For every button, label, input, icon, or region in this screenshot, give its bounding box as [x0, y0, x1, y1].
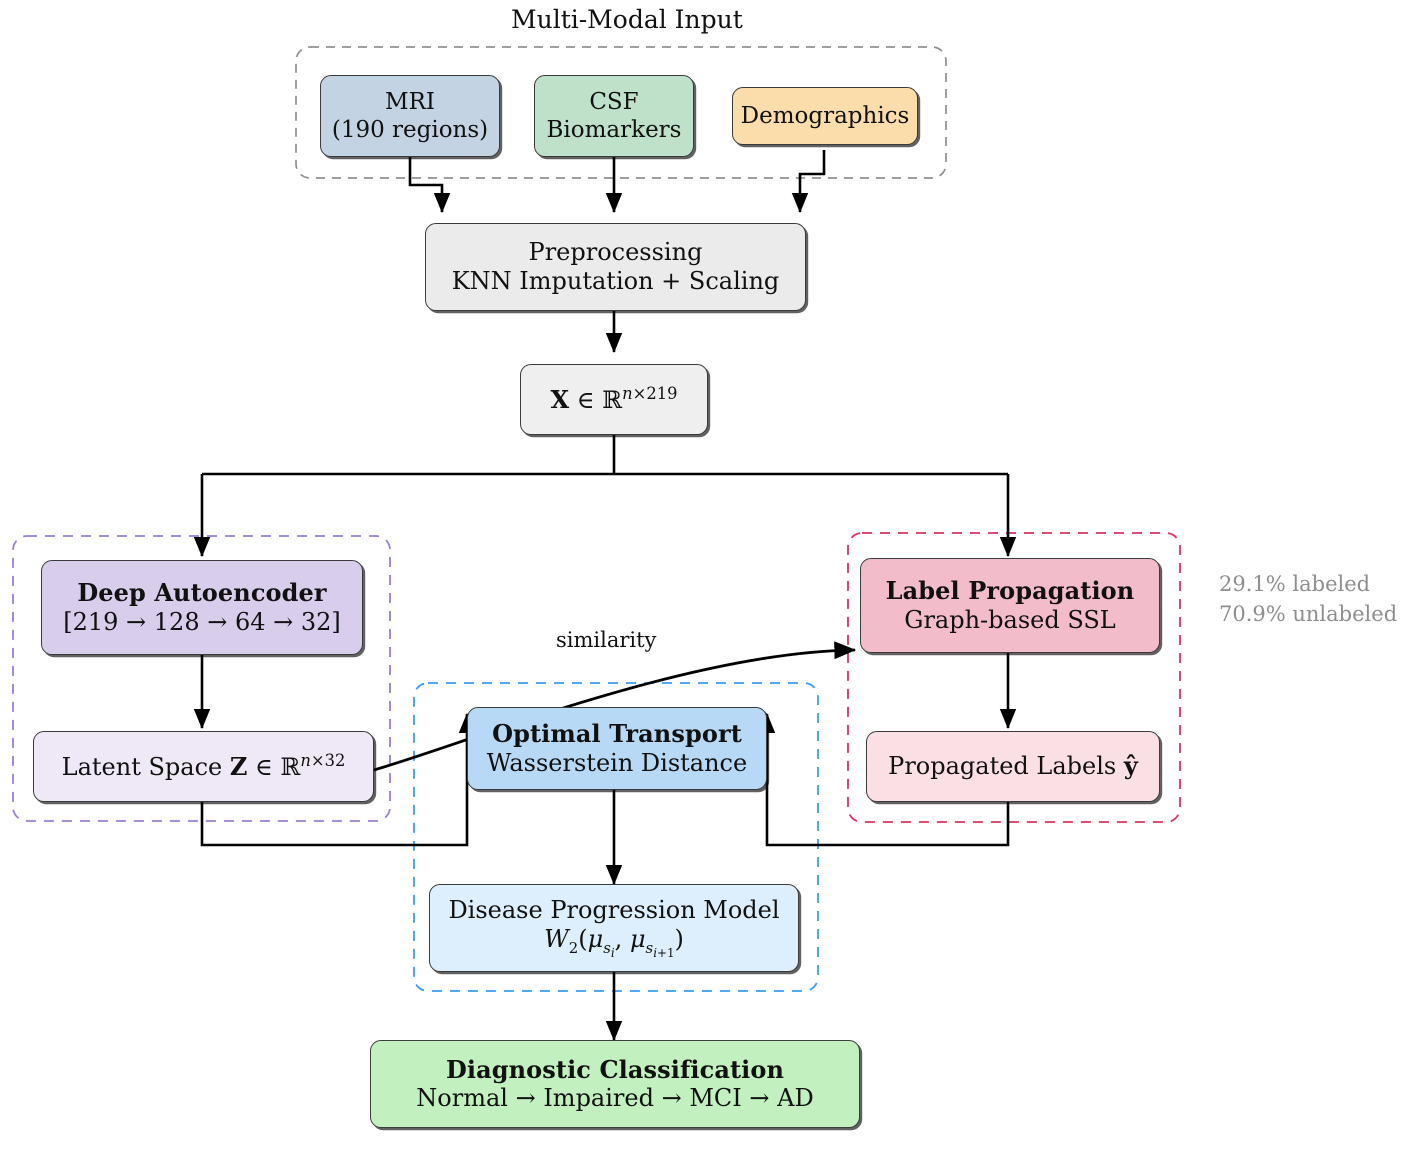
node-demographics[interactable]: Demographics: [732, 87, 918, 145]
note-unlabeled-fraction: 70.9% unlabeled: [1219, 602, 1398, 626]
node-csf[interactable]: CSF Biomarkers: [534, 75, 694, 157]
node-mri-line2: (190 regions): [331, 117, 489, 143]
input-group-title: Multi-Modal Input: [511, 5, 743, 34]
node-optimal-transport-title: Optimal Transport: [492, 719, 742, 749]
node-mri-line1: MRI: [385, 88, 435, 115]
node-input-matrix-formula: X ∈ ℝn×219: [550, 383, 678, 414]
node-propagated-labels-text: Propagated Labels ŷ: [888, 751, 1138, 781]
edge-mri-to-preprocessing: [408, 156, 451, 214]
node-diagnostic-classification-title: Diagnostic Classification: [445, 1054, 785, 1084]
node-diagnostic-classification-stages: Normal → Impaired → MCI → AD: [416, 1084, 814, 1112]
node-deep-autoencoder[interactable]: Deep Autoencoder [219 → 128 → 64 → 32]: [41, 560, 363, 655]
node-csf-line2: Biomarkers: [546, 117, 682, 143]
node-disease-progression[interactable]: Disease Progression Model W2(μsi, μsi+1): [429, 884, 799, 972]
node-deep-autoencoder-arch: [219 → 128 → 64 → 32]: [63, 607, 341, 636]
node-label-propagation-title: Label Propagation: [885, 576, 1135, 606]
node-optimal-transport-subtitle: Wasserstein Distance: [486, 748, 748, 777]
node-label-propagation-subtitle: Graph-based SSL: [904, 605, 1116, 634]
node-latent-space-formula: Latent Space Z ∈ ℝn×32: [61, 750, 346, 781]
edge-label-similarity: similarity: [556, 628, 657, 652]
node-label-propagation[interactable]: Label Propagation Graph-based SSL: [860, 558, 1160, 653]
node-optimal-transport[interactable]: Optimal Transport Wasserstein Distance: [467, 707, 767, 790]
node-disease-progression-title: Disease Progression Model: [448, 895, 780, 924]
node-preprocessing-line2: KNN Imputation + Scaling: [451, 267, 780, 295]
node-mri[interactable]: MRI (190 regions): [320, 75, 500, 157]
node-latent-space[interactable]: Latent Space Z ∈ ℝn×32: [33, 731, 374, 802]
note-labeled-fraction: 29.1% labeled: [1219, 572, 1371, 596]
node-propagated-labels[interactable]: Propagated Labels ŷ: [866, 731, 1160, 802]
node-preprocessing[interactable]: Preprocessing KNN Imputation + Scaling: [425, 223, 806, 311]
node-preprocessing-line1: Preprocessing: [528, 237, 703, 266]
node-deep-autoencoder-title: Deep Autoencoder: [77, 578, 327, 608]
node-input-matrix[interactable]: X ∈ ℝn×219: [520, 364, 708, 435]
node-csf-line1: CSF: [589, 88, 639, 115]
node-disease-progression-formula: W2(μsi, μsi+1): [544, 924, 684, 960]
node-demographics-line1: Demographics: [740, 102, 910, 129]
node-diagnostic-classification[interactable]: Diagnostic Classification Normal → Impai…: [370, 1040, 860, 1128]
edge-demographics-to-preprocessing: [791, 150, 826, 214]
